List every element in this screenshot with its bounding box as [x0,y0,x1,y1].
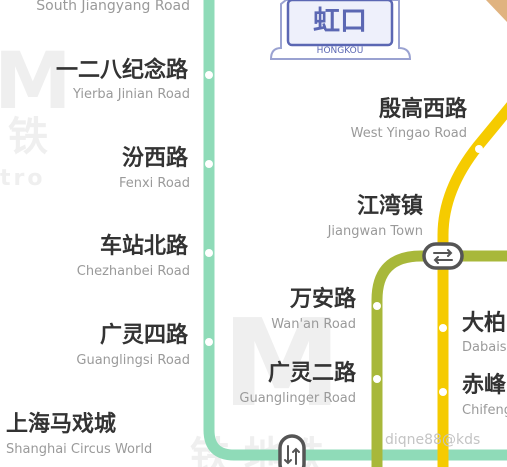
transfer-icon [284,445,300,465]
station-dot-yierba-jinian-road[interactable] [205,71,213,79]
station-cn-chifeng-road[interactable]: 赤峰 [462,373,507,398]
station-en-guanglinger-road[interactable]: Guanglinger Road [239,391,356,406]
district-name-cn: 虹口 [313,6,367,37]
svg-text:M: M [222,295,341,434]
map-corner-decoration [486,0,507,22]
metro-line-olive [371,250,507,467]
station-en-south-jiangyang-road[interactable]: South Jiangyang Road [36,0,190,14]
metro-line-green [203,0,507,461]
station-dot-dabaishu[interactable] [439,324,447,332]
station-en-wanan-road[interactable]: Wan'an Road [271,317,356,332]
interchange-jiangwan-town[interactable] [422,242,464,270]
station-dot-chezhanbei-road[interactable] [205,249,213,257]
station-cn-jiangwan-town[interactable]: 江湾镇 [357,193,423,219]
svg-text:M: M [0,37,72,127]
svg-text:铁: 铁 [8,114,48,160]
station-cn-guanglingsi-road[interactable]: 广灵四路 [100,322,189,348]
svg-text:tro: tro [0,166,45,191]
station-en-fenxi-road[interactable]: Fenxi Road [119,176,190,191]
station-cn-dabaishu[interactable]: 大柏 [462,310,506,336]
station-cn-fenxi-road[interactable]: 汾西路 [122,145,189,171]
station-cn-shanghai-circus-world[interactable]: 上海马戏城 [6,411,116,437]
station-cn-wanan-road[interactable]: 万安路 [289,286,357,312]
station-cn-west-yingao-road[interactable]: 殷高西路 [379,96,468,122]
station-en-chifeng-road[interactable]: Chifeng [462,403,507,418]
station-cn-chezhanbei-road[interactable]: 车站北路 [100,233,189,259]
station-dot-chifeng-road[interactable] [439,388,447,396]
station-en-jiangwan-town[interactable]: Jiangwan Town [327,224,423,239]
station-dot-west-yingao-road[interactable] [475,145,483,153]
station-cn-yierba-jinian-road[interactable]: 一二八纪念路 [56,57,189,83]
station-dot-wanan-road[interactable] [373,302,381,310]
station-en-west-yingao-road[interactable]: West Yingao Road [351,126,467,141]
district-name-en: HONGKOU [317,46,364,56]
station-cn-guanglinger-road[interactable]: 广灵二路 [268,360,357,386]
station-en-dabaishu[interactable]: Dabais [462,340,507,355]
station-dot-fenxi-road[interactable] [205,160,213,168]
watermark-text: diqne88@kds [385,432,480,448]
station-en-yierba-jinian-road[interactable]: Yierba Jinian Road [72,87,190,102]
interchange-bottom[interactable] [278,434,306,467]
station-dot-guanglinger-road[interactable] [373,375,381,383]
station-en-chezhanbei-road[interactable]: Chezhanbei Road [77,264,190,279]
transfer-icon [433,249,453,264]
station-labels: South Jiangyang Road 一二八纪念路 Yierba Jinia… [6,0,507,457]
station-dot-guanglingsi-road[interactable] [205,338,213,346]
district-badge-hongkou: 虹口 HONGKOU [269,0,412,60]
station-markers [205,71,483,396]
station-en-guanglingsi-road[interactable]: Guanglingsi Road [76,353,190,368]
station-en-shanghai-circus-world[interactable]: Shanghai Circus World [6,442,152,457]
